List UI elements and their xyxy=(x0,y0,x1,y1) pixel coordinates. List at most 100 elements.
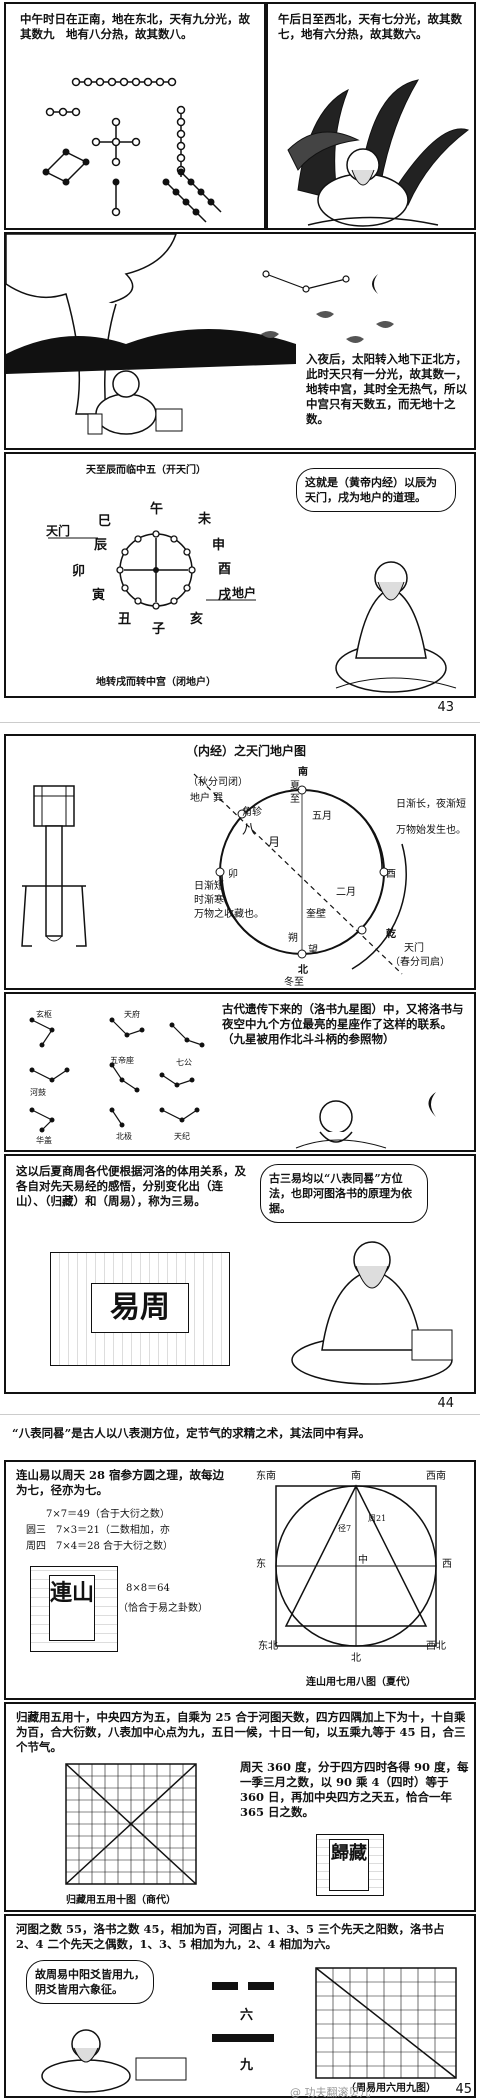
star-label-2: 五帝座 xyxy=(110,1056,134,1065)
sage-reading-illustration xyxy=(291,1241,453,1385)
lianshan-calc-4: 8×8＝64 xyxy=(126,1583,170,1594)
zhouyi-grid-diagram xyxy=(315,1967,457,2079)
label-wang: 望 xyxy=(308,945,318,956)
branch-wu: 午 xyxy=(150,502,164,517)
lianshan-dir-southeast: 东南 xyxy=(256,1471,276,1482)
panel-noon-text: 中午时日在正南，地在东北，天有九分光，故其数九 地有八分热，故其数八。 xyxy=(20,12,250,41)
label-qian: 乾 xyxy=(386,929,396,940)
label-jiaoling: 角轸 xyxy=(242,807,262,818)
label-dihu: 地户 xyxy=(232,586,257,600)
lianshan-caption: 连山用七用八图（夏代） xyxy=(306,1677,416,1688)
page-number-44: 44 xyxy=(437,1396,454,1411)
yin-label-liu: 六 xyxy=(240,2008,254,2023)
panel-three-yi-text: 这以后夏商周各代便根据河洛的体用关系，及各自对先天易经的感悟，分别变化出（连山）… xyxy=(16,1164,246,1208)
label-qiufen: （秋分司闭） xyxy=(188,777,248,788)
earthly-branch-clock-diagram xyxy=(48,530,256,610)
zhouyi-text: 河图之数 55，洛书之数 45，相加为百，河图占 1、3、5 三个先天之阳数，洛… xyxy=(16,1922,445,1951)
page-44: （内经）之天门地户图 南 夏至 五月 角轸 xyxy=(0,730,480,1414)
star-label-3: 七公 xyxy=(176,1058,192,1067)
branch-xu: 戌 xyxy=(218,588,232,603)
sage-under-banana-illustration xyxy=(287,79,470,227)
panel-afternoon: 午后日至西北，天有七分光，故其数七，地有六分热，故其数六。 xyxy=(266,2,476,230)
panel-three-yi: 这以后夏商周各代便根据河洛的体用关系，及各自对先天易经的感悟，分别变化出（连山）… xyxy=(4,1154,476,1394)
star-label-6: 华盖 xyxy=(36,1136,52,1145)
heavenly-gate-bottom-caption: 地转戌而转中宫（闭地户） xyxy=(96,677,216,688)
star-label-5: 北极 xyxy=(116,1132,132,1141)
panel-nine-stars-text: 古代遗传下来的（洛书九星图）中，又将洛书与夜空中九个方位最亮的星座作了这样的联系… xyxy=(222,1002,464,1046)
label-kuibi: 奎壁 xyxy=(306,909,326,920)
lianshan-scroll-title: 連山 xyxy=(49,1575,95,1641)
panel-night-text: 入夜后，太阳转入地下正北方，此时天只有一分光，故其数一，地转中宫，其时全无热气，… xyxy=(306,352,467,426)
page-number-45: 45 xyxy=(455,2082,472,2097)
guicang-grid-diagram xyxy=(65,1763,197,1885)
branch-shen: 申 xyxy=(212,538,226,553)
page-gap-2 xyxy=(0,1414,480,1421)
panel-lianshan: 连山易以周天 28 宿参方圆之理，故每边为七，径亦为七。 7×7＝49（合于大衍… xyxy=(4,1460,476,1700)
zhouyi-scroll: 易周 xyxy=(50,1252,230,1366)
label-wuyue: 五月 xyxy=(312,811,332,822)
tall-stand-illustration xyxy=(21,785,87,947)
star-label-1: 天府 xyxy=(124,1010,140,1019)
label-ri-chang: 日渐长，夜渐短 xyxy=(396,799,466,810)
label-south: 南 xyxy=(298,767,308,778)
luoshu-dots-diagram xyxy=(42,77,222,223)
page-number-43: 43 xyxy=(437,700,454,715)
lianshan-dir-southwest: 西南 xyxy=(426,1471,446,1482)
label-wanwu-sheng: 万物始发生也。 xyxy=(396,825,466,836)
label-ri-duan: 日渐短 xyxy=(194,881,224,892)
label-north: 北 xyxy=(298,965,308,976)
label-bayue: 八 xyxy=(242,822,256,838)
panel-night: 入夜后，太阳转入地下正北方，此时天只有一分光，故其数一，地转中宫，其时全无热气，… xyxy=(4,232,476,450)
branch-chou: 丑 xyxy=(118,612,132,627)
speech-bubble-zhouyi: 故周易中阳爻皆用九，阴爻皆用六象征。 xyxy=(26,1960,154,2004)
lianshan-dir-west: 西 xyxy=(442,1559,452,1570)
lianshan-calc-3: 周四 7×4＝28 合于大衍之数） xyxy=(26,1541,174,1552)
lianshan-dir-south: 南 xyxy=(351,1471,361,1482)
sage-sitting-illustration xyxy=(335,561,457,693)
branch-zi: 子 xyxy=(152,622,166,637)
moon-and-child-illustration xyxy=(295,1092,436,1149)
speech-bubble-gate: 这就是（黄帝内经）以辰为天门，戌为地户的道理。 xyxy=(296,468,456,512)
panel-heavenly-gate: 天至辰而临中五（开天门） 午 未 巳 申 辰 酉 卯 戌 寅 亥 丑 子 天门 … xyxy=(4,452,476,698)
zhouyi-caption: （周易用六用九图） xyxy=(346,2083,436,2094)
branch-mao: 卯 xyxy=(72,564,86,579)
panel-tianmen-dihu-chart: （内经）之天门地户图 南 夏至 五月 角轸 xyxy=(4,734,476,990)
heavenly-gate-title: 天至辰而临中五（开天门） xyxy=(86,465,206,476)
tianmen-chart-title: （内经）之天门地户图 xyxy=(186,744,307,758)
star-label-4: 河鼓 xyxy=(30,1088,46,1097)
label-yue: 月 xyxy=(268,835,281,849)
lianshan-dir-northeast: 东北 xyxy=(258,1641,278,1652)
guicang-text-2: 周天 360 度，分于四方四时各得 90 度，每一季三月之数，以 90 乘 4（… xyxy=(240,1760,469,1819)
yang-label-jiu: 九 xyxy=(240,2058,254,2073)
panel-zhouyi: 河图之数 55，洛书之数 45，相加为百，河图占 1、3、5 三个先天之阳数，洛… xyxy=(4,1914,476,2098)
nine-star-constellation-diagram xyxy=(29,1017,205,1133)
branch-wei: 未 xyxy=(198,512,212,527)
tree-and-sky-illustration xyxy=(6,234,394,435)
label-west-you: 酉 xyxy=(386,869,396,880)
page-gap-1 xyxy=(0,722,480,729)
speech-bubble-three-yi: 古三易均以“八表同晷”方位法，也即河图洛书的原理为依据。 xyxy=(260,1164,428,1223)
lianshan-calc-2: 圆三 7×3＝21（二数相加，亦 xyxy=(26,1525,170,1536)
lianshan-calc-5: （恰合于易之卦数） xyxy=(118,1603,208,1614)
yin-yang-line-diagram xyxy=(212,1982,274,2042)
lianshan-dir-northwest: 西北 xyxy=(426,1641,446,1652)
label-zhu: 朔 xyxy=(288,933,298,944)
label-shijian-han: 时渐寒 xyxy=(194,895,224,906)
guicang-scroll-title: 歸藏 xyxy=(329,1839,369,1891)
branch-si: 巳 xyxy=(98,514,112,529)
label-dongzhi: 冬至 xyxy=(284,977,304,988)
guicang-caption: 归藏用五用十图（商代） xyxy=(66,1895,176,1906)
zhouyi-scroll-title: 易周 xyxy=(91,1283,189,1333)
lianshan-octagon-diagram xyxy=(275,1484,437,1647)
watermark: @ 功夫翻滚贝儿 xyxy=(290,2086,371,2099)
label-tianmen: 天门 xyxy=(404,943,424,954)
label-eryue: 二月 xyxy=(336,887,356,898)
page-43: 中午时日在正南，地在东北，天有九分光，故其数九 地有八分热，故其数八。 xyxy=(0,0,480,720)
page-45: “八表同晷”是古人以八表测方位，定节气的求精之术，其法同中有异。 连山易以周天 … xyxy=(0,1422,480,2100)
lianshan-dir-s3: 周21 xyxy=(368,1514,387,1523)
lianshan-dir-s2: 径7 xyxy=(338,1524,352,1533)
star-label-0: 玄枢 xyxy=(36,1010,52,1019)
lianshan-text: 连山易以周天 28 宿参方圆之理，故每边为七，径亦为七。 xyxy=(16,1468,225,1497)
branch-hai: 亥 xyxy=(190,612,204,627)
lianshan-dir-center: 中 xyxy=(358,1555,368,1566)
